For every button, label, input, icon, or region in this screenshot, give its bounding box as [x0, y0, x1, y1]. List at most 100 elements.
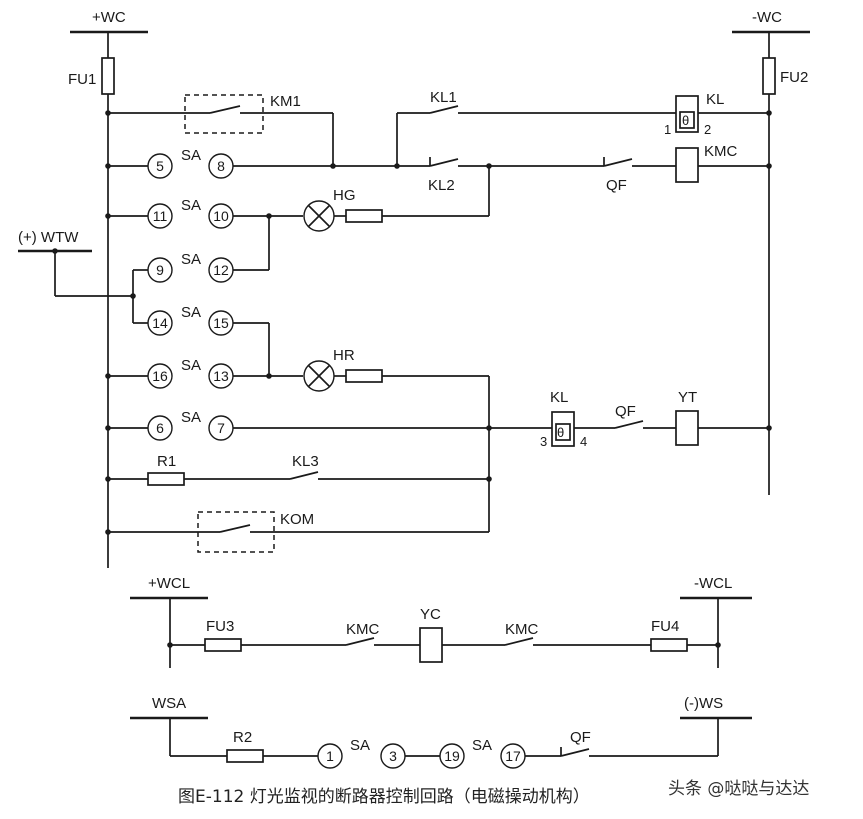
sa-label: SA — [181, 251, 201, 268]
node — [167, 642, 173, 648]
terminal-16-label: 16 — [152, 368, 168, 384]
terminal-9 — [147, 257, 173, 283]
figure-caption: 图E-112 灯光监视的断路器控制回路（电磁操动机构） — [178, 787, 590, 807]
node — [105, 476, 111, 482]
terminal-11 — [147, 203, 173, 229]
close-coil-yc — [419, 627, 443, 663]
kmc-contact-2-label: KMC — [505, 621, 539, 638]
watermark-text: 头条 @哒哒与达达 — [668, 779, 809, 799]
node — [266, 373, 272, 379]
close-coil-yc-label: YC — [420, 606, 441, 623]
kl2-contact — [429, 158, 459, 167]
terminal-14-label: 14 — [152, 315, 168, 331]
kl1-label: KL1 — [430, 89, 457, 106]
terminal-13-label: 13 — [213, 368, 229, 384]
trip-coil-yt — [675, 410, 699, 446]
qf-trip-contact — [614, 420, 644, 429]
qf-alarm-label: QF — [570, 729, 591, 746]
bus-pos-wcl-label: +WCL — [148, 575, 190, 592]
sa-label: SA — [181, 409, 201, 426]
node — [766, 110, 772, 116]
fuse-fu1-label: FU1 — [68, 71, 96, 88]
sa-label: SA — [181, 197, 201, 214]
kl3-label: KL3 — [292, 453, 319, 470]
terminal-7-label: 7 — [217, 420, 225, 436]
terminal-5-label: 5 — [156, 158, 164, 174]
km1-contact — [209, 105, 241, 114]
qf-trip-label: QF — [615, 403, 636, 420]
terminal-1-label: 1 — [326, 748, 334, 764]
relay-kl-pin3: 3 — [540, 434, 547, 449]
terminal-14 — [147, 310, 173, 336]
kom-dashed-box — [197, 511, 275, 553]
lamp-hr-cross — [307, 364, 331, 388]
terminal-1 — [317, 743, 343, 769]
hg-resistor — [345, 209, 383, 223]
terminal-12-label: 12 — [213, 262, 229, 278]
terminal-9-label: 9 — [156, 262, 164, 278]
kom-label: KOM — [280, 511, 314, 528]
fuse-fu2-label: FU2 — [780, 69, 808, 86]
sa-label: SA — [472, 737, 492, 754]
hr-resistor — [345, 369, 383, 383]
sa-label: SA — [350, 737, 370, 754]
fuse-fu3-label: FU3 — [206, 618, 234, 635]
sa-label: SA — [181, 304, 201, 321]
node — [105, 425, 111, 431]
resistor-r1-label: R1 — [157, 453, 176, 470]
kmc-contact-2 — [504, 637, 534, 646]
relay-kl-current-mark: θ — [557, 425, 564, 440]
sa-label: SA — [181, 357, 201, 374]
resistor-r1 — [147, 472, 185, 486]
kmc-contact-1 — [345, 637, 375, 646]
kl1-contact — [429, 105, 459, 114]
bus-neg-wcl-label: -WCL — [694, 575, 732, 592]
km1-dashed-box — [184, 94, 264, 134]
node — [486, 425, 492, 431]
lamp-hg-cross — [307, 204, 331, 228]
node — [105, 529, 111, 535]
terminal-5 — [147, 153, 173, 179]
lamp-hg-label: HG — [333, 187, 356, 204]
terminal-19-label: 19 — [444, 748, 460, 764]
lamp-hr-label: HR — [333, 347, 355, 364]
trip-coil-yt-label: YT — [678, 389, 697, 406]
fuse-fu1 — [101, 57, 115, 95]
kmc-coil-label: KMC — [704, 143, 738, 160]
relay-kl-label: KL — [706, 91, 724, 108]
terminal-8-label: 8 — [217, 158, 225, 174]
terminal-3-label: 3 — [389, 748, 397, 764]
qf-alarm-contact — [560, 748, 590, 757]
resistor-r2 — [226, 749, 264, 763]
relay-kl-current-label: KL — [550, 389, 568, 406]
kom-contact — [219, 524, 251, 533]
relay-kl-pin1: 1 — [664, 122, 671, 137]
sa-label: SA — [181, 147, 201, 164]
bus-neg-ws-label: (-)WS — [684, 695, 723, 712]
node — [766, 163, 772, 169]
terminal-17-label: 17 — [505, 748, 521, 764]
fuse-fu3 — [204, 638, 242, 652]
terminal-16 — [147, 363, 173, 389]
bus-neg-wc-label: -WC — [752, 9, 782, 26]
terminal-11-label: 11 — [153, 208, 168, 224]
qf-label: QF — [606, 177, 627, 194]
relay-kl-theta: θ — [682, 113, 689, 128]
node — [486, 476, 492, 482]
bus-wsa-label: WSA — [152, 695, 186, 712]
relay-kl-pin2: 2 — [704, 122, 711, 137]
relay-kl-pin4: 4 — [580, 434, 587, 449]
kl2-label: KL2 — [428, 177, 455, 194]
fuse-fu4 — [650, 638, 688, 652]
bus-wtw-label: (+) WTW — [18, 229, 79, 246]
node — [330, 163, 336, 169]
relay-kl-current-inner — [555, 423, 571, 441]
qf-contact — [603, 158, 633, 167]
terminal-15-label: 15 — [213, 315, 229, 331]
relay-kl-inner — [679, 111, 695, 129]
terminal-10-label: 10 — [213, 208, 229, 224]
fuse-fu2 — [762, 57, 776, 95]
kl3-contact — [289, 471, 319, 480]
